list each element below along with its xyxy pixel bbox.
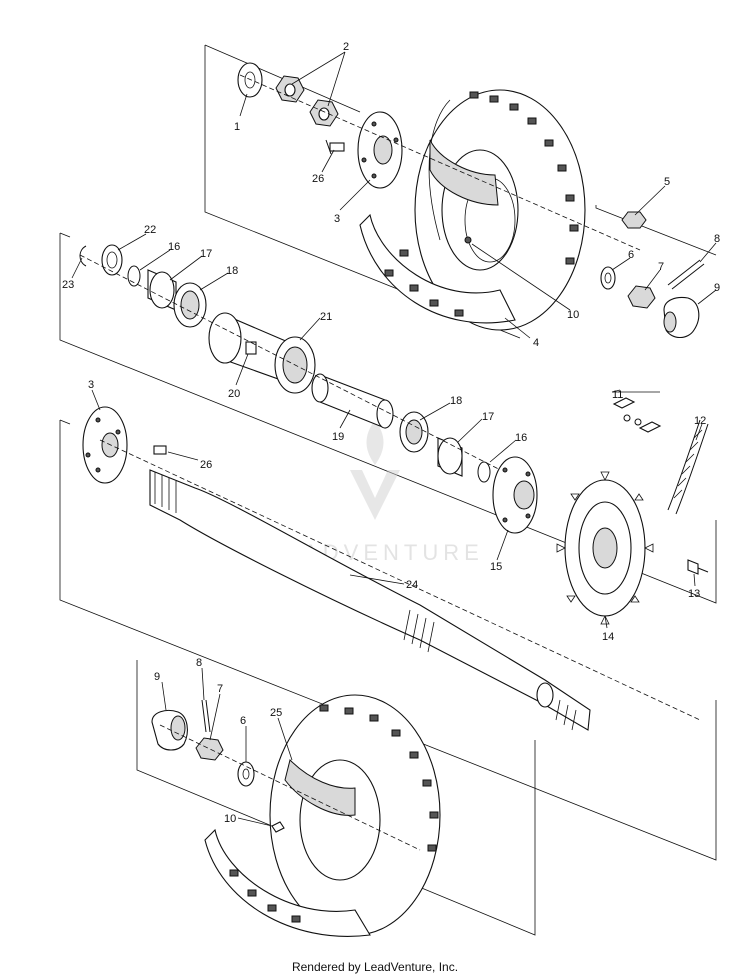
callout-21: 21 xyxy=(320,311,332,323)
callout-15: 15 xyxy=(490,561,502,573)
bolt-part-26a xyxy=(329,142,345,152)
chain-part-12 xyxy=(667,419,709,515)
carrier-assembly xyxy=(79,244,521,483)
washer-part-1 xyxy=(237,62,263,98)
washer-part-6a xyxy=(600,266,616,290)
callout-3-upper: 3 xyxy=(334,213,340,225)
callout-9-upper: 9 xyxy=(714,282,720,294)
washer-part-6b xyxy=(237,761,255,787)
seal-part-22 xyxy=(101,244,123,276)
callout-1: 1 xyxy=(234,121,240,133)
callout-7-lower: 7 xyxy=(217,683,223,695)
master-link-part-11 xyxy=(612,397,636,409)
callout-6-upper: 6 xyxy=(628,249,634,261)
callout-8-upper: 8 xyxy=(714,233,720,245)
o-ring-part-16a xyxy=(127,265,141,287)
callout-24: 24 xyxy=(406,579,418,591)
o-ring-part-16b xyxy=(477,461,491,483)
render-credit: Rendered by LeadVenture, Inc. xyxy=(291,960,459,974)
callout-3-lower: 3 xyxy=(88,379,94,391)
leader-lines xyxy=(71,51,717,827)
callout-17-upper: 17 xyxy=(200,248,212,260)
chain-assembly xyxy=(612,391,709,515)
callout-18-upper: 18 xyxy=(226,265,238,277)
lower-wheel-assembly xyxy=(151,694,441,937)
callout-17-lower: 17 xyxy=(482,411,494,423)
grease-fitting-part-20 xyxy=(245,341,257,355)
valve-stem-part-10a xyxy=(464,236,472,244)
callout-11: 11 xyxy=(612,389,623,401)
callout-10-lower: 10 xyxy=(224,813,236,825)
callout-10-upper: 10 xyxy=(567,309,579,321)
cotter-pin-part-8a xyxy=(667,259,705,290)
callout-labels: 1 2 3 26 4 5 6 7 8 9 10 22 16 17 18 23 2… xyxy=(62,41,720,825)
castle-nut-part-7b xyxy=(195,737,224,761)
axle-part-24 xyxy=(149,469,591,731)
callout-26-upper: 26 xyxy=(312,173,324,185)
callout-6-lower: 6 xyxy=(240,715,246,727)
callout-16-upper: 16 xyxy=(168,241,180,253)
callout-9-lower: 9 xyxy=(154,671,160,683)
callout-2: 2 xyxy=(343,41,349,53)
nut-part-5 xyxy=(621,211,647,229)
callout-25: 25 xyxy=(270,707,282,719)
callout-19: 19 xyxy=(332,431,344,443)
callout-4: 4 xyxy=(533,337,539,349)
upper-wheel-assembly xyxy=(237,62,705,339)
callout-16-lower: 16 xyxy=(515,432,527,444)
callout-14: 14 xyxy=(602,631,614,643)
callout-23: 23 xyxy=(62,279,74,291)
callout-5: 5 xyxy=(664,176,670,188)
callout-22: 22 xyxy=(144,224,156,236)
cotter-pin-part-8b xyxy=(201,699,207,733)
bolt-part-26b xyxy=(153,445,167,455)
callout-12: 12 xyxy=(694,415,706,427)
bolt-part-13 xyxy=(687,559,699,575)
snap-ring-part-23 xyxy=(79,245,87,267)
callout-13: 13 xyxy=(688,588,700,600)
castle-nut-part-7a xyxy=(627,285,656,309)
callout-20: 20 xyxy=(228,388,240,400)
callout-26-lower: 26 xyxy=(200,459,212,471)
callout-18-lower: 18 xyxy=(450,395,462,407)
axle-assembly xyxy=(82,406,709,731)
callout-8-lower: 8 xyxy=(196,657,202,669)
callout-7-upper: 7 xyxy=(658,261,664,273)
valve-stem-part-10b xyxy=(271,821,285,833)
